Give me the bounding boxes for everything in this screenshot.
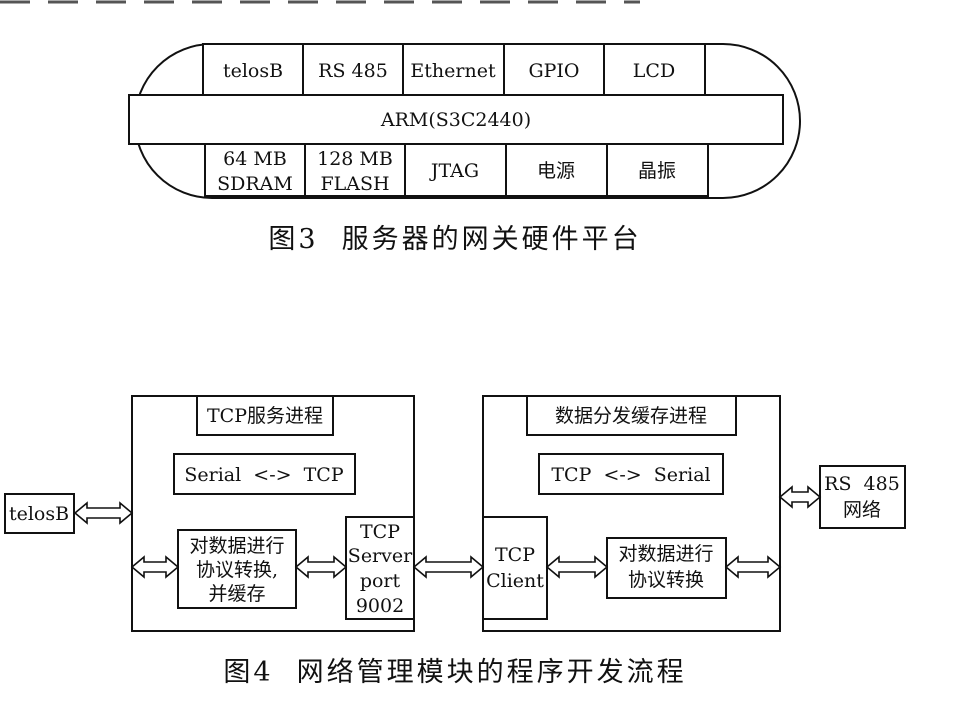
module-sdram: [204, 143, 306, 197]
module-jtag-label: JTAG: [429, 160, 479, 182]
arrow-client-to-right-task: [545, 555, 609, 579]
module-rs485: [302, 43, 404, 96]
tcp-to-serial-label: TCP <-> Serial: [551, 464, 710, 486]
module-rs485-label: RS 485: [318, 60, 388, 82]
figure-4-caption: 图4 网络管理模块的程序开发流程: [223, 657, 686, 688]
arrow-telosb-to-server: [73, 501, 134, 525]
figure-4-network-module-flow: telosB TCP服务进程 Serial <-> TCP 对数据进行 协议转换…: [4, 395, 906, 688]
bottom-module-row: 64 MB SDRAM 128 MB FLASH JTAG 电源 晶振: [204, 143, 709, 197]
module-gpio-label: GPIO: [528, 60, 579, 82]
tcp-client-line-1: TCP: [495, 544, 535, 566]
tcp-server-line-3: port: [360, 570, 401, 592]
module-crystal-label: 晶振: [638, 160, 676, 182]
module-telosb-label: telosB: [223, 60, 283, 82]
left-task-line-1: 对数据进行: [189, 535, 284, 557]
arrow-frame-to-left-task: [130, 555, 180, 579]
serial-to-tcp-label: Serial <-> TCP: [184, 464, 343, 486]
top-module-row: telosB RS 485 Ethernet GPIO LCD: [202, 43, 706, 96]
tcp-server-port-box: [345, 516, 415, 620]
arrow-left-task-to-server: [294, 555, 348, 579]
right-task-line-1: 对数据进行: [618, 543, 713, 565]
tcp-client-line-2: Client: [486, 570, 544, 592]
left-protocol-convert-box: [177, 529, 297, 609]
serial-to-tcp-box: [173, 453, 356, 495]
node-telosb: [4, 493, 75, 534]
arrow-right-task-to-frame: [724, 555, 782, 579]
data-dispatch-process-title: 数据分发缓存进程: [555, 405, 707, 427]
module-sdram-label: SDRAM: [217, 173, 293, 195]
arm-cpu-label: ARM(S3C2440): [380, 109, 531, 131]
module-ethernet-label: Ethernet: [410, 60, 496, 82]
module-ethernet: [402, 43, 505, 96]
module-flash: [304, 143, 406, 197]
tcp-to-serial-box: [538, 453, 724, 495]
tcp-server-process-title-box: [196, 395, 334, 436]
left-task-line-2: 协议转换,: [196, 559, 278, 581]
right-task-line-2: 协议转换: [628, 569, 704, 591]
arm-cpu-bar: [128, 94, 784, 145]
node-rs485-line-1: RS 485: [824, 473, 900, 495]
arrow-frame-to-rs485: [778, 485, 822, 509]
module-power-label: 电源: [537, 160, 575, 182]
module-lcd: [603, 43, 706, 96]
tcp-client-box: [482, 516, 548, 620]
module-lcd-label: LCD: [633, 60, 675, 82]
tcp-server-line-2: Server: [348, 545, 413, 567]
tcp-server-line-1: TCP: [360, 521, 400, 543]
node-telosb-label: telosB: [9, 503, 69, 525]
tcp-server-line-4: 9002: [356, 595, 404, 617]
data-dispatch-process-title-box: [526, 395, 737, 436]
figure-3-hardware-platform: ARM(S3C2440) telosB RS 485 Ethernet GPIO…: [128, 43, 801, 255]
tcp-server-process-title: TCP服务进程: [207, 405, 323, 427]
module-jtag: [404, 143, 507, 197]
module-sdram-size: 64 MB: [223, 148, 287, 170]
module-flash-label: FLASH: [320, 173, 389, 195]
module-crystal: [606, 143, 709, 197]
node-rs485-network: [819, 465, 906, 529]
left-task-line-3: 并缓存: [208, 583, 265, 605]
node-rs485-line-2: 网络: [843, 499, 881, 521]
module-flash-size: 128 MB: [317, 148, 393, 170]
figure-3-caption: 图3 服务器的网关硬件平台: [268, 224, 641, 255]
arrow-server-to-client: [412, 555, 485, 579]
module-gpio: [503, 43, 605, 96]
